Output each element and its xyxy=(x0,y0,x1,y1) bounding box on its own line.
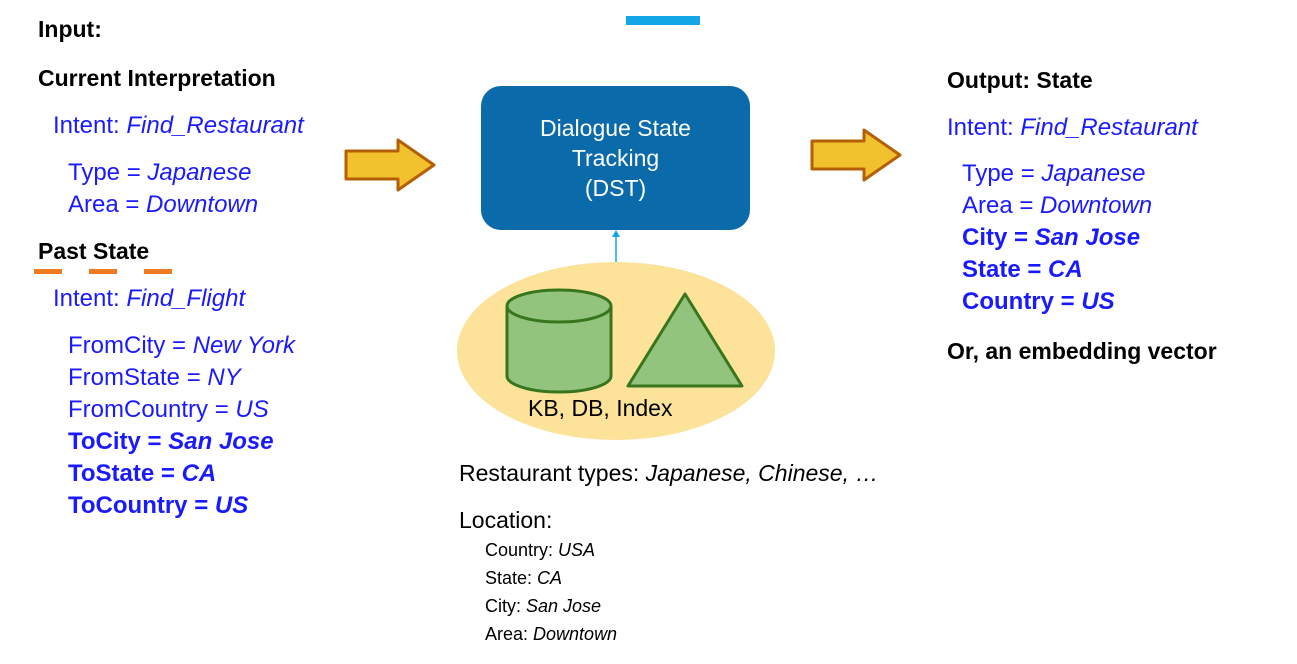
index-triangle-icon xyxy=(626,292,744,388)
dst-line-1: Dialogue State xyxy=(540,115,691,141)
slot-key: State = xyxy=(962,256,1049,283)
slot-key: FromCountry = xyxy=(68,396,236,423)
dash-underline xyxy=(144,269,172,274)
location-state: State: CA xyxy=(485,568,562,589)
input-arrow-icon xyxy=(344,138,436,192)
dst-box: Dialogue State Tracking (DST) xyxy=(481,86,750,230)
past-slot-fromstate: FromState = NY xyxy=(68,364,241,392)
output-intent-value: Find_Restaurant xyxy=(1020,114,1198,141)
current-intent-key: Intent: xyxy=(53,112,127,139)
output-slot-area: Area = Downtown xyxy=(962,192,1152,220)
slot-key: City = xyxy=(962,224,1035,251)
dash-underline xyxy=(34,269,62,274)
loc-value: Downtown xyxy=(533,624,618,644)
output-slot-type: Type = Japanese xyxy=(962,160,1145,188)
past-slot-fromcity: FromCity = New York xyxy=(68,332,295,360)
slot-value: US xyxy=(1081,288,1115,315)
input-label: Input: xyxy=(38,16,102,42)
output-slot-country: Country = US xyxy=(962,288,1115,316)
slot-key: Area = xyxy=(962,192,1041,219)
slot-value: New York xyxy=(192,332,295,359)
current-slot-area: Area = Downtown xyxy=(68,191,258,219)
slot-value: San Jose xyxy=(1034,224,1141,251)
slot-key: Area = xyxy=(68,191,147,218)
past-state-header: Past State xyxy=(38,238,150,264)
top-accent-bar xyxy=(626,16,700,25)
loc-key: Area: xyxy=(485,624,534,644)
past-intent-value: Find_Flight xyxy=(126,285,246,312)
dst-line-2: Tracking xyxy=(571,145,660,171)
current-slot-type: Type = Japanese xyxy=(68,159,251,187)
output-header: Output: State xyxy=(947,67,1093,93)
slot-key: ToCountry = xyxy=(68,492,215,519)
loc-key: State: xyxy=(485,568,538,588)
slot-value: US xyxy=(214,492,249,519)
restaurant-types: Restaurant types: Japanese, Chinese, … xyxy=(459,460,878,487)
output-slot-state: State = CA xyxy=(962,256,1083,284)
slot-value: US xyxy=(235,396,269,423)
location-city: City: San Jose xyxy=(485,596,601,617)
location-country: Country: USA xyxy=(485,540,595,561)
location-area: Area: Downtown xyxy=(485,624,617,645)
loc-key: City: xyxy=(485,596,527,616)
loc-value: USA xyxy=(558,540,596,560)
slot-value: San Jose xyxy=(168,428,274,455)
past-slot-tocountry: ToCountry = US xyxy=(68,492,248,520)
past-intent-key: Intent: xyxy=(53,285,127,312)
output-intent-key: Intent: xyxy=(947,114,1021,141)
slot-value: Japanese xyxy=(1041,160,1146,187)
output-arrow-icon xyxy=(810,128,902,182)
restaurant-types-key: Restaurant types: xyxy=(459,460,646,486)
slot-value: NY xyxy=(207,364,241,391)
slot-key: Type = xyxy=(962,160,1042,187)
slot-key: FromState = xyxy=(68,364,208,391)
output-intent: Intent: Find_Restaurant xyxy=(947,114,1198,142)
restaurant-types-value: Japanese, Chinese, … xyxy=(645,460,879,486)
slot-value: CA xyxy=(1048,256,1083,283)
loc-value: CA xyxy=(537,568,563,588)
dash-underline xyxy=(89,269,117,274)
slot-value: CA xyxy=(181,460,217,487)
past-intent: Intent: Find_Flight xyxy=(53,285,245,313)
location-header: Location: xyxy=(459,507,553,533)
output-slot-city: City = San Jose xyxy=(962,224,1140,252)
loc-key: Country: xyxy=(485,540,559,560)
past-slot-tostate: ToState = CA xyxy=(68,460,216,488)
slot-key: ToState = xyxy=(68,460,182,487)
past-slot-fromcountry: FromCountry = US xyxy=(68,396,269,424)
database-cylinder-icon xyxy=(505,288,613,394)
current-intent-value: Find_Restaurant xyxy=(126,112,304,139)
dst-line-3: (DST) xyxy=(584,175,647,201)
kb-label: KB, DB, Index xyxy=(528,395,673,421)
output-alternative: Or, an embedding vector xyxy=(947,338,1217,364)
slot-value: Downtown xyxy=(146,191,259,218)
past-slot-tocity: ToCity = San Jose xyxy=(68,428,274,456)
slot-value: Downtown xyxy=(1040,192,1153,219)
current-interpretation-header: Current Interpretation xyxy=(38,65,276,91)
slot-key: Country = xyxy=(962,288,1082,315)
slot-value: Japanese xyxy=(147,159,252,186)
slot-key: Type = xyxy=(68,159,148,186)
loc-value: San Jose xyxy=(526,596,602,616)
slot-key: FromCity = xyxy=(68,332,193,359)
current-intent: Intent: Find_Restaurant xyxy=(53,112,304,140)
slot-key: ToCity = xyxy=(68,428,169,455)
